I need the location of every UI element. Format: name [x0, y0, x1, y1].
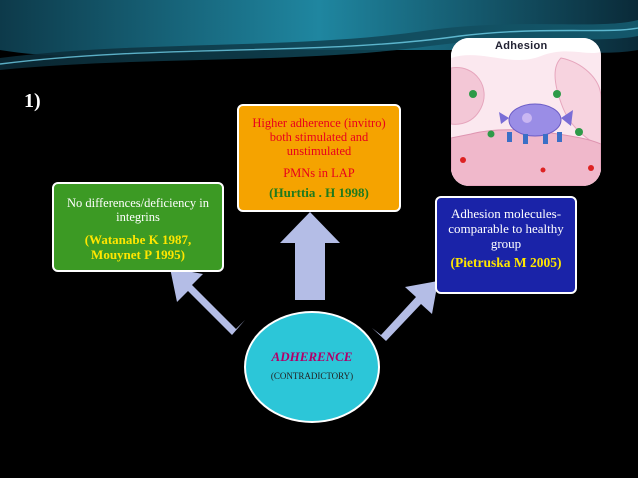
adherence-hub: ADHERENCE (CONTRADICTORY)	[244, 311, 380, 423]
thumbnail-label: Adhesion	[495, 40, 548, 52]
top-finding-subtext: PMNs in LAP	[283, 166, 355, 180]
top-finding-text: Higher adherence (invitro) both stimulat…	[252, 116, 386, 158]
right-finding-box: Adhesion molecules- comparable to health…	[435, 196, 577, 294]
arrow-up-right-icon	[372, 281, 438, 341]
right-finding-reference: (Pietruska M 2005)	[450, 255, 562, 270]
adhesion-cell-illustration-icon	[451, 38, 601, 186]
hub-subtitle: (CONTRADICTORY)	[270, 371, 354, 381]
hub-title: ADHERENCE	[271, 349, 353, 364]
left-finding-text: No differences/deficiency in integrins	[66, 196, 210, 224]
left-finding-box: No differences/deficiency in integrins (…	[52, 182, 224, 272]
right-finding-text: Adhesion molecules- comparable to health…	[448, 206, 564, 251]
top-finding-reference: (Hurttia . H 1998)	[269, 185, 369, 200]
arrow-up-icon	[280, 212, 340, 300]
arrow-up-left-icon	[170, 268, 245, 335]
left-finding-reference: (Watanabe K 1987, Mouynet P 1995)	[84, 232, 192, 262]
slide-number: 1)	[24, 90, 41, 112]
adhesion-thumbnail: Adhesion	[451, 38, 601, 186]
top-finding-box: Higher adherence (invitro) both stimulat…	[237, 104, 401, 212]
